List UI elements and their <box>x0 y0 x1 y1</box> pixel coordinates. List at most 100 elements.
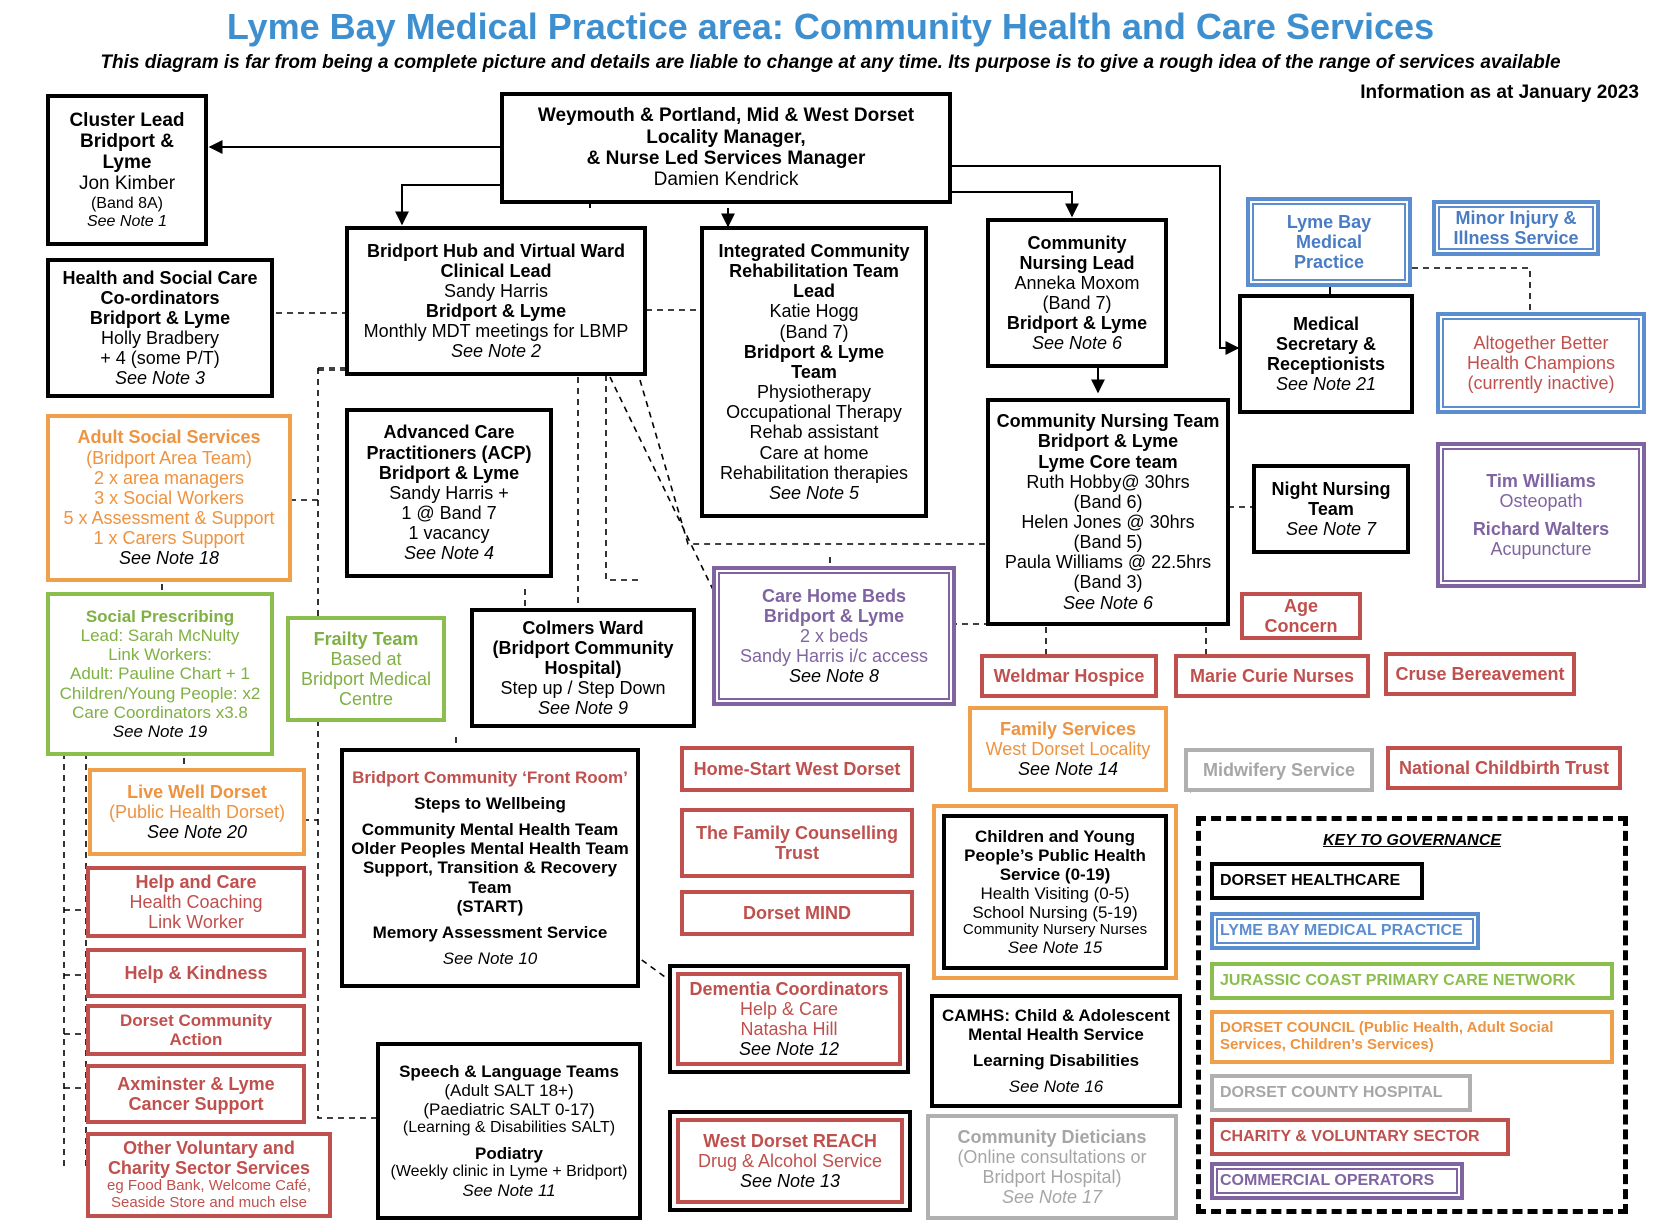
box-line: Dementia Coordinators <box>689 978 889 999</box>
box-line: 1 vacancy <box>408 523 490 544</box>
box-line: Bridport & Lyme <box>1006 313 1148 334</box>
community-nursing-team-box: Community Nursing Team Bridport & Lyme L… <box>986 398 1230 626</box>
box-line: Steps to Wellbeing <box>414 794 566 814</box>
box-line: See Note 7 <box>1285 519 1377 540</box>
box-line: (Band 8A) <box>90 194 164 212</box>
dorset-community-action-box: Dorset Community Action <box>86 1004 306 1056</box>
box-line: Receptionists <box>1266 354 1386 374</box>
box-line: Bridport & Lyme <box>89 307 231 328</box>
box-line: Home-Start West Dorset <box>693 758 901 779</box>
box-line: See Note 5 <box>768 482 860 503</box>
box-line: See Note 19 <box>112 721 208 741</box>
box-line: Care Home Beds <box>761 585 907 606</box>
box-line: Frailty Team <box>313 628 419 649</box>
box-line: See Note 2 <box>450 341 542 362</box>
key-dorset-healthcare: DORSET HEALTHCARE <box>1210 862 1424 900</box>
box-line: Weldmar Hospice <box>993 665 1145 686</box>
box-line: + 4 (some P/T) <box>100 348 220 369</box>
box-line: Sandy Harris i/c access <box>739 646 929 667</box>
box-line: Rehab assistant <box>749 422 879 443</box>
box-line: (Bridport Community <box>492 637 674 658</box>
other-voluntary-box: Other Voluntary and Charity Sector Servi… <box>86 1132 332 1218</box>
box-line: Support, Transition & Recovery Team <box>362 858 618 897</box>
box-line: Trust <box>774 843 819 863</box>
box-line: Medical <box>1295 231 1363 252</box>
key-charity-voluntary: CHARITY & VOLUNTARY SECTOR <box>1210 1118 1510 1156</box>
box-line: Live Well Dorset <box>127 781 267 802</box>
box-line: Older Peoples Mental Health Team <box>351 839 629 859</box>
marie-curie-box: Marie Curie Nurses <box>1174 654 1370 698</box>
box-line: Adult Social Services <box>77 427 261 448</box>
box-line: See Note 4 <box>403 543 495 564</box>
page-title: Lyme Bay Medical Practice area: Communit… <box>226 6 1435 47</box>
box-line: (Band 5) <box>1073 532 1143 553</box>
box-line: Health Visiting (0-5) <box>980 883 1130 903</box>
dorset-mind-box: Dorset MIND <box>680 890 914 936</box>
box-line: Locality Manager, <box>646 126 806 148</box>
box-line: Acupuncture <box>1490 538 1592 559</box>
box-line: See Note 6 <box>1031 333 1123 354</box>
box-line: See Note 3 <box>114 368 206 389</box>
box-line: (Band 6) <box>1073 491 1143 512</box>
box-line: Community Nursing Team <box>996 411 1220 432</box>
box-line: Cancer Support <box>128 1094 264 1114</box>
key-commercial-operators: COMMERCIAL OPERATORS <box>1210 1162 1464 1200</box>
box-line: Illness Service <box>1453 228 1579 248</box>
box-line: School Nursing (5-19) <box>972 902 1138 922</box>
box-line: Drug & Alcohol Service <box>697 1150 883 1171</box>
box-line: Community Mental Health Team <box>361 820 619 840</box>
box-line: Paula Williams @ 22.5hrs <box>1004 552 1212 573</box>
box-line: Tim Williams <box>1486 471 1596 492</box>
box-line: Lyme <box>102 152 152 174</box>
box-line: Night Nursing <box>1271 478 1391 499</box>
box-line: Social Prescribing <box>85 607 235 627</box>
box-line: Community Nursery Nurses <box>962 920 1148 938</box>
box-line: Advanced Care <box>383 422 515 443</box>
box-line: 2 x area managers <box>93 467 245 488</box>
governance-key-frame <box>1196 816 1628 1214</box>
box-line: Damien Kendrick <box>653 169 799 191</box>
box-line: Community Dieticians <box>957 1126 1147 1147</box>
box-line: Cruse Bereavement <box>1395 663 1565 684</box>
box-line: See Note 8 <box>788 666 880 687</box>
adult-social-services-box: Adult Social Services (Bridport Area Tea… <box>46 414 292 582</box>
community-nursing-lead-box: Community Nursing Lead Anneka Moxom (Ban… <box>986 218 1168 368</box>
box-line: Lyme Bay <box>1286 211 1372 232</box>
box-line: Bridport Hub and Virtual Ward <box>366 240 625 261</box>
key-lyme-bay-medical-practice: LYME BAY MEDICAL PRACTICE <box>1210 912 1480 950</box>
box-line: Care at home <box>759 442 869 463</box>
box-line: The Family Counselling <box>695 822 899 843</box>
box-line: See Note 10 <box>442 948 538 968</box>
box-line: Anneka Moxom <box>1014 272 1140 293</box>
box-line: Help & Care <box>739 998 839 1019</box>
live-well-dorset-box: Live Well Dorset (Public Health Dorset) … <box>88 768 306 856</box>
box-line: (currently inactive) <box>1467 373 1615 394</box>
icrt-box: Integrated Community Rehabilitation Team… <box>700 226 928 518</box>
home-start-box: Home-Start West Dorset <box>680 746 914 792</box>
box-line: Family Services <box>999 718 1137 739</box>
box-line: Weymouth & Portland, Mid & West Dorset <box>537 105 915 127</box>
camhs-box: CAMHS: Child & Adolescent Mental Health … <box>930 994 1182 1108</box>
box-line: Care Coordinators x3.8 <box>72 702 248 722</box>
box-line: Monthly MDT meetings for LBMP <box>363 321 629 342</box>
box-line: See Note 18 <box>118 548 220 569</box>
box-line: Hospital) <box>544 657 622 678</box>
box-line: Children and Young <box>975 826 1135 846</box>
dementia-coordinators-outer: Dementia Coordinators Help & Care Natash… <box>668 964 910 1074</box>
box-line: See Note 12 <box>738 1039 840 1060</box>
info-date: Information as at January 2023 <box>1360 82 1639 103</box>
cluster-lead-box: Cluster Lead Bridport & Lyme Jon Kimber … <box>46 94 208 246</box>
altogether-better-box: Altogether Better Health Champions (curr… <box>1436 312 1646 414</box>
box-line: Link Worker <box>148 912 244 933</box>
box-line: Medical <box>1292 313 1360 334</box>
box-line: 1 x Carers Support <box>93 528 245 549</box>
acp-box: Advanced Care Practitioners (ACP) Bridpo… <box>345 408 553 578</box>
box-line: (Paediatric SALT 0-17) <box>423 1100 595 1120</box>
box-line: Secretary & <box>1275 333 1377 354</box>
page-subtitle: This diagram is far from being a complet… <box>100 52 1561 73</box>
box-line: Clinical Lead <box>440 260 552 281</box>
key-dorset-council: DORSET COUNCIL (Public Health, Adult Soc… <box>1210 1010 1614 1064</box>
box-line: Lead: Sarah McNulty <box>80 626 240 646</box>
box-line: & Nurse Led Services Manager <box>586 148 866 169</box>
box-line: Cluster Lead <box>69 109 185 131</box>
